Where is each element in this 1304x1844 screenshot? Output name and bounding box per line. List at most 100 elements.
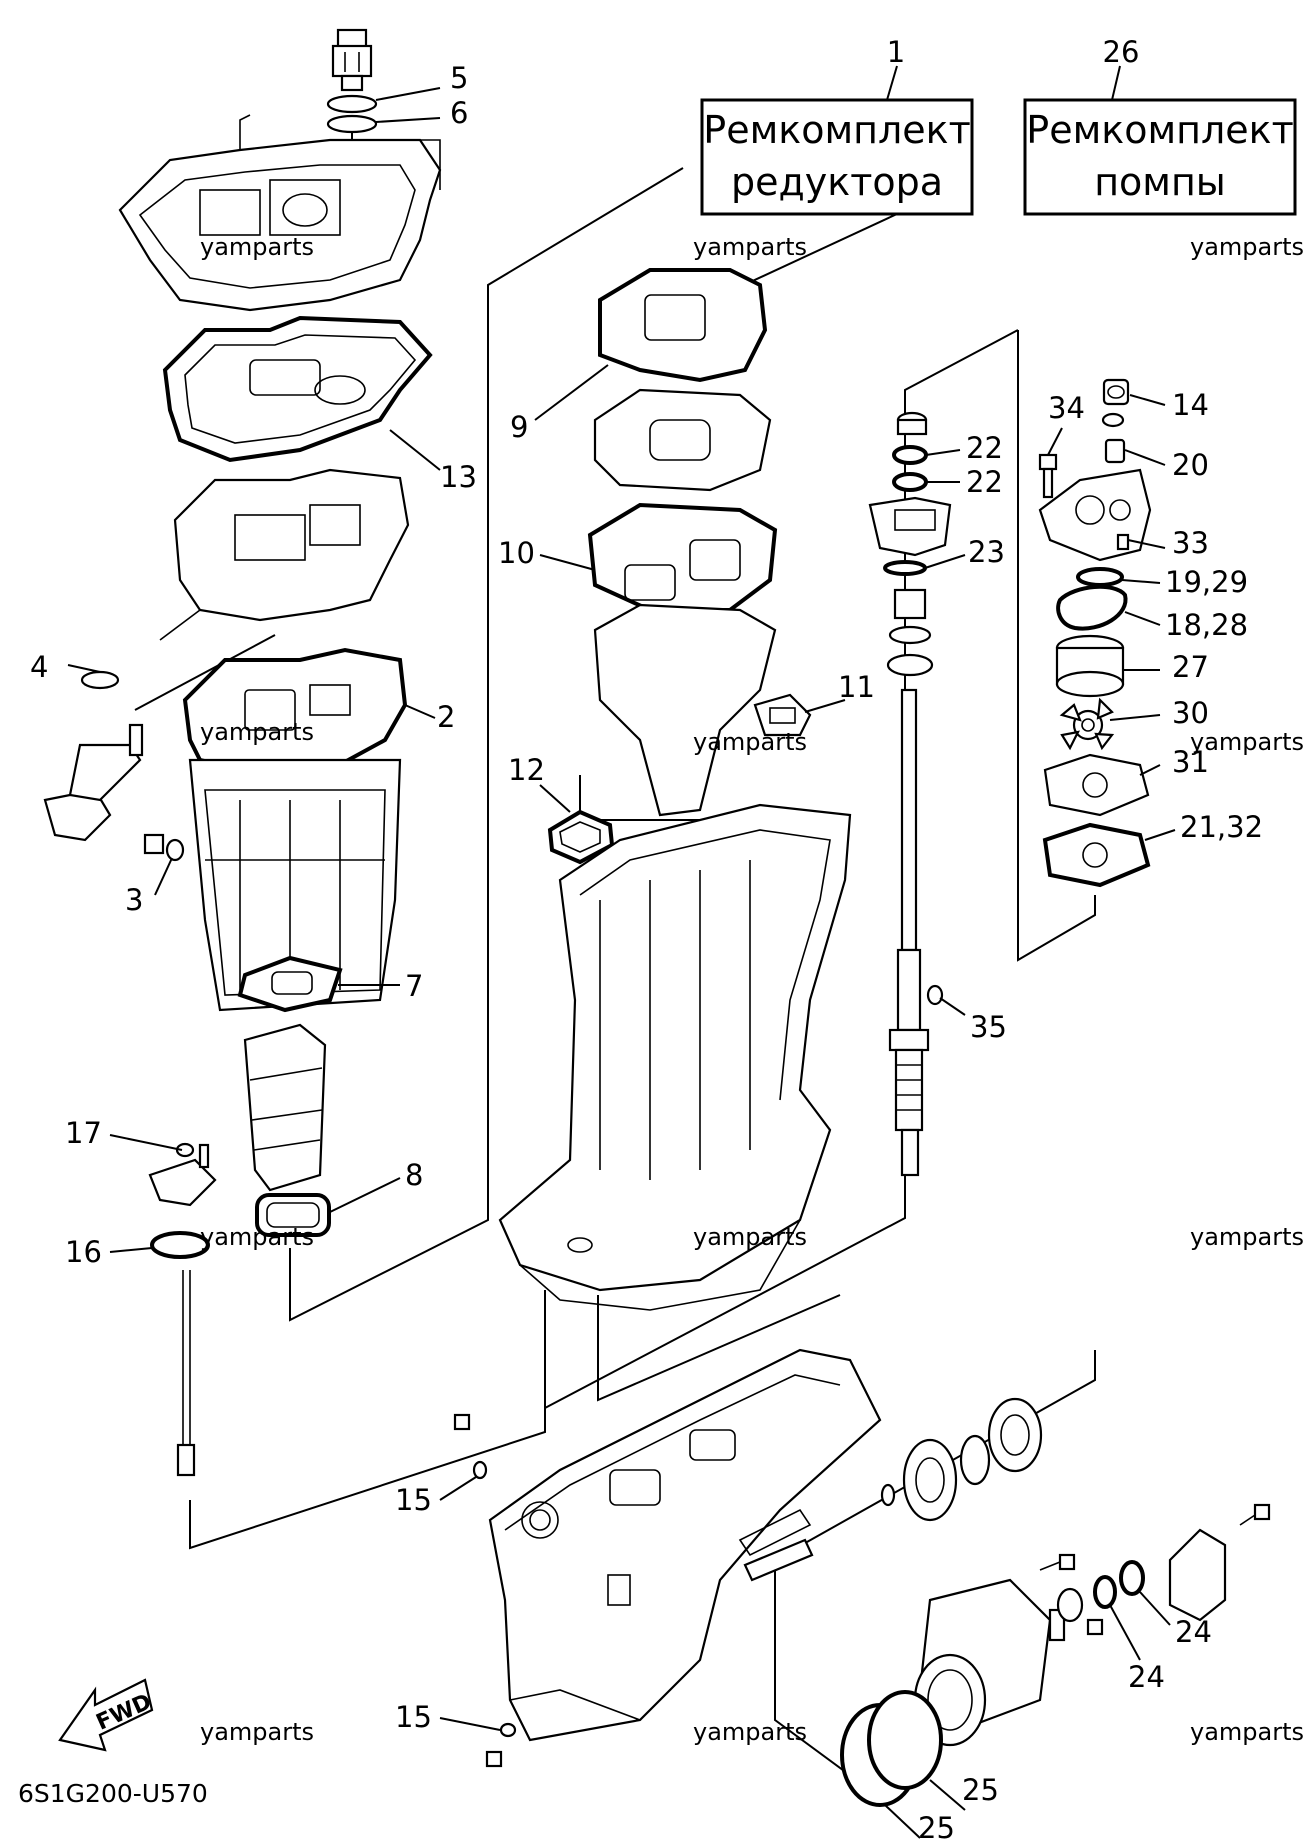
upper-case xyxy=(498,803,852,1311)
callout-16: 16 xyxy=(65,1235,102,1269)
leader-24b xyxy=(1139,1591,1171,1626)
bolt-right xyxy=(1239,1503,1271,1526)
leader-24a xyxy=(1109,1604,1141,1661)
leader-4 xyxy=(67,664,101,673)
watermark-7: yamparts xyxy=(1190,233,1304,261)
bearing-carrier xyxy=(913,1578,1066,1747)
gasket-2 xyxy=(182,647,408,778)
washer-2 xyxy=(886,653,934,677)
plate-below-9 xyxy=(593,388,772,492)
shift-rod xyxy=(176,1270,196,1477)
leader-14 xyxy=(1129,394,1166,406)
leader-12 xyxy=(539,784,571,813)
watermark-10: yamparts xyxy=(200,1718,314,1746)
watermark-8: yamparts xyxy=(1190,728,1304,756)
shim-ring xyxy=(959,1434,991,1486)
callout-19-29: 19,29 xyxy=(1165,565,1248,599)
watermark-5: yamparts xyxy=(693,728,807,756)
leader-13 xyxy=(389,429,441,471)
watermark-4: yamparts xyxy=(693,233,807,261)
leader-8 xyxy=(329,1177,401,1213)
pump-liner-27 xyxy=(1055,634,1125,698)
seal-24a xyxy=(1093,1575,1117,1609)
leader-10 xyxy=(539,554,596,571)
gearbox-kit-line2: редуктора xyxy=(731,160,943,204)
callout-7: 7 xyxy=(405,969,423,1003)
clip-35 xyxy=(926,984,944,1006)
small-bushing xyxy=(1056,1587,1104,1636)
o-ring-5 xyxy=(326,94,378,114)
callout-10: 10 xyxy=(498,536,535,570)
leader-33 xyxy=(1127,539,1166,549)
leader-25b xyxy=(929,1779,966,1811)
pump-kit-line1: Ремкомплект xyxy=(1026,108,1293,152)
gearbox-kit-box: Ремкомплект редуктора xyxy=(700,98,974,216)
callout-25b: 25 xyxy=(962,1773,999,1807)
callout-25a: 25 xyxy=(918,1811,955,1844)
circlip xyxy=(880,1483,896,1507)
leader-22a xyxy=(925,449,961,456)
seal-18-28 xyxy=(1056,584,1128,631)
leader-25a xyxy=(884,1804,921,1839)
bolt-3 xyxy=(143,833,185,862)
watermark-12: yamparts xyxy=(1190,1718,1304,1746)
callout-23: 23 xyxy=(968,535,1005,569)
gasket-7 xyxy=(237,955,343,1013)
gasket-8 xyxy=(255,1193,331,1237)
leader-26 xyxy=(1111,65,1121,101)
mount-11 xyxy=(753,693,812,737)
leader-35 xyxy=(939,997,966,1016)
bracket-upper-gaskets xyxy=(289,167,684,1322)
callout-33: 33 xyxy=(1172,526,1209,560)
leader-11 xyxy=(804,699,846,713)
callout-6: 6 xyxy=(450,96,468,130)
gearbox-kit-line1: Ремкомплект xyxy=(703,108,970,152)
callout-17: 17 xyxy=(65,1116,102,1150)
leader-15b xyxy=(439,1717,501,1731)
leader-1 xyxy=(886,65,898,101)
bushing-top xyxy=(896,411,928,436)
callout-14: 14 xyxy=(1172,388,1209,422)
callout-15b: 15 xyxy=(395,1700,432,1734)
housing-17 xyxy=(148,1142,217,1207)
leader-18-28 xyxy=(1124,611,1161,626)
callout-27: 27 xyxy=(1172,650,1209,684)
bevel-gear xyxy=(902,1438,958,1522)
leader-3 xyxy=(154,857,173,896)
callout-1: 1 xyxy=(887,35,905,69)
leader-15a xyxy=(439,1476,477,1501)
gasket-10 xyxy=(587,502,778,612)
gasket-9 xyxy=(598,268,768,383)
upper-casing xyxy=(188,758,402,1012)
watermark-6: yamparts xyxy=(693,1223,807,1251)
callout-22a: 22 xyxy=(966,431,1003,465)
callout-22b: 22 xyxy=(966,465,1003,499)
bearing xyxy=(893,588,927,620)
callout-21-32: 21,32 xyxy=(1180,810,1263,844)
bolts-15b xyxy=(485,1722,517,1768)
bolt-34 xyxy=(1038,453,1058,499)
impeller-30 xyxy=(1059,697,1115,751)
callout-35: 35 xyxy=(970,1010,1007,1044)
prop-shaft xyxy=(743,1538,814,1582)
seal-22b xyxy=(892,472,928,492)
watermark-2: yamparts xyxy=(200,718,314,746)
bolts-15a xyxy=(453,1413,488,1480)
diagram-code: 6S1G200-U570 xyxy=(18,1779,208,1808)
tube-20 xyxy=(1104,438,1126,464)
leader-6 xyxy=(375,117,441,123)
plate-31 xyxy=(1043,753,1150,817)
leader-34 xyxy=(1047,427,1063,456)
leader-2 xyxy=(404,704,436,719)
bolt-left xyxy=(1039,1553,1076,1571)
callout-24a: 24 xyxy=(1128,1660,1165,1694)
fwd-arrow-icon: FWD xyxy=(58,1678,155,1752)
callout-15a: 15 xyxy=(395,1483,432,1517)
callout-2: 2 xyxy=(437,700,455,734)
callout-20: 20 xyxy=(1172,448,1209,482)
leader-31 xyxy=(1139,764,1161,776)
callout-11: 11 xyxy=(838,670,875,704)
callout-4: 4 xyxy=(30,650,48,684)
pump-kit-line2: помпы xyxy=(1094,160,1226,204)
